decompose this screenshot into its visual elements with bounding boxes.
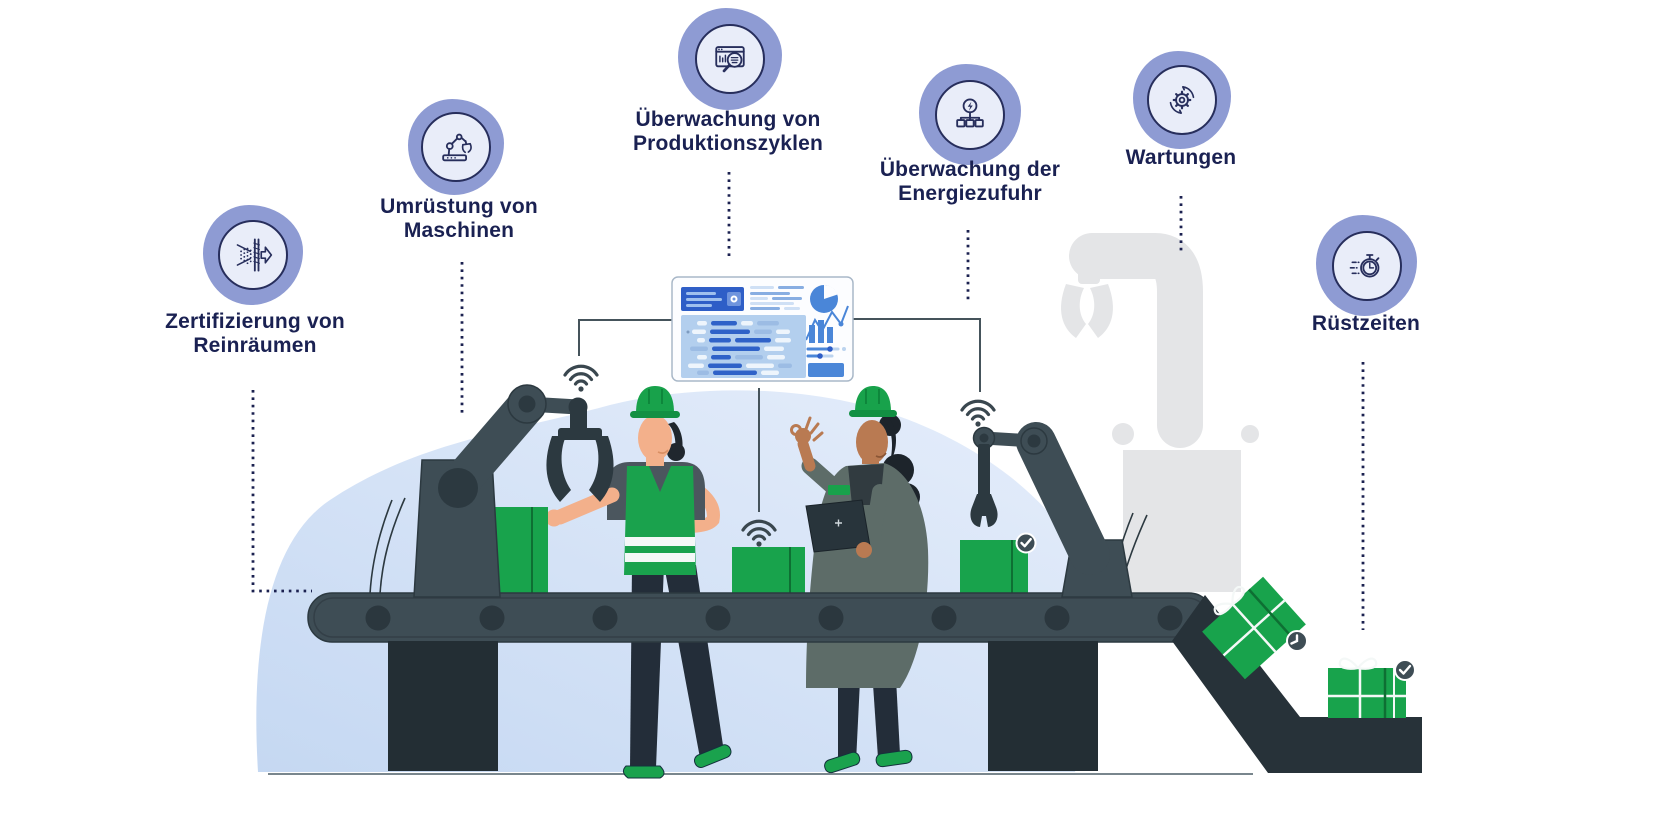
label-zertifizierung: Zertifizierung von Reinräumen (165, 310, 345, 357)
badge-zertifizierung (203, 205, 303, 305)
wifi-icon-1 (563, 364, 599, 392)
monitor-magnifier-icon (695, 24, 765, 94)
gift-package-ramp (1202, 576, 1306, 680)
badge-energiezufuhr (919, 64, 1021, 165)
wifi-icon-2 (741, 519, 777, 547)
robot-arm-claw (413, 384, 614, 598)
label-produktionszyklen: Überwachung von Produktionszyklen (632, 108, 824, 155)
stopwatch-icon (1331, 230, 1402, 301)
dashboard-pie-chart (810, 284, 838, 313)
wifi-icon-3 (960, 399, 996, 427)
connector-line-left (578, 319, 672, 356)
conveyor-leg-right (988, 641, 1098, 771)
dotted-line-zertifizierung (251, 390, 312, 593)
dashboard-footer-block (808, 363, 844, 377)
check-badge-box (1015, 532, 1037, 554)
label-ruestzeiten: Rüstzeiten (1311, 312, 1421, 335)
dashboard-body-panel (681, 315, 806, 378)
robot-arm-icon (421, 112, 491, 182)
badge-wartungen (1133, 51, 1231, 149)
badge-umruestung (408, 99, 504, 195)
check-badge-package (1394, 659, 1416, 681)
label-energiezufuhr: Überwachung der Energiezufuhr (879, 158, 1061, 205)
label-umruestung: Umrüstung von Maschinen (380, 195, 538, 242)
badge-ruestzeiten (1316, 215, 1417, 316)
cable-left (369, 497, 406, 595)
conveyor-leg-left (388, 641, 498, 771)
badge-produktionszyklen (678, 8, 782, 110)
gear-sync-icon (1147, 65, 1217, 135)
conveyor-belt (307, 592, 1214, 643)
green-box-2 (732, 547, 805, 593)
robot-arm-wrench (970, 422, 1133, 598)
conveyor-rollers (365, 605, 1183, 631)
dashboard-screen (671, 276, 854, 382)
dashboard-header-card (681, 287, 744, 311)
dashboard-sliders (806, 346, 846, 359)
dashboard-text-lines (750, 286, 804, 310)
energy-network-icon (935, 79, 1005, 150)
label-wartungen: Wartungen (1125, 146, 1237, 169)
gray-robot-arm (1061, 233, 1259, 592)
green-box-3 (960, 540, 1028, 593)
air-filter-icon (218, 220, 288, 290)
connector-line-right (853, 318, 981, 392)
gift-package-platform (1328, 657, 1406, 718)
dashboard-bar-chart (805, 305, 849, 343)
green-box-1 (495, 507, 548, 595)
clock-badge (1286, 630, 1308, 652)
